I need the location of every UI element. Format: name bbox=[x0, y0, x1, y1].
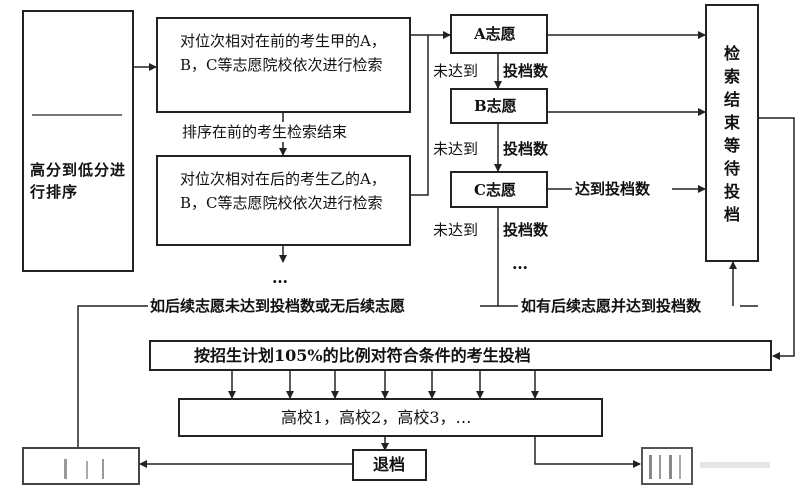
bottom-right-box bbox=[641, 447, 693, 485]
sort-box-label: 高分到低分进行排序 bbox=[30, 161, 127, 201]
bottom-left-box bbox=[22, 447, 140, 485]
smudge-mark bbox=[64, 459, 67, 479]
candidate-a-box: 对位次相对在前的考生甲的A，B，C等志愿院校依次进行检索 bbox=[156, 17, 411, 113]
arrow-schools-to-right-box bbox=[534, 436, 641, 468]
not-reach-3-suffix: 投档数 bbox=[503, 221, 549, 239]
wish-b-label: B志愿 bbox=[474, 97, 517, 115]
not-reach-3-prefix: 未达到 bbox=[433, 221, 479, 239]
arrow-end-to-plan bbox=[758, 117, 795, 360]
watermark-trace bbox=[700, 462, 770, 468]
sort-done-label: 排序在前的考生检索结束 bbox=[180, 122, 350, 142]
withdraw-label: 退档 bbox=[373, 455, 406, 474]
plan-label: 按招生计划105%的比例对符合条件的考生投档 bbox=[194, 346, 531, 365]
no-followup-label: 如后续志愿未达到投档数或无后续志愿 bbox=[150, 297, 406, 315]
not-reach-2-suffix: 投档数 bbox=[503, 140, 549, 158]
smudge-mark bbox=[669, 455, 672, 479]
smudge-mark bbox=[649, 455, 652, 479]
smudge-mark bbox=[659, 455, 661, 479]
wish-ellipsis: … bbox=[512, 254, 529, 273]
candidate-b-box: 对位次相对在后的考生乙的A，B，C等志愿院校依次进行检索 bbox=[156, 155, 411, 246]
arrow-candidate-b-to-wish-a bbox=[410, 35, 429, 196]
wish-c-box: C志愿 bbox=[450, 171, 548, 208]
withdraw-box: 退档 bbox=[352, 449, 427, 481]
candidate-a-label: 对位次相对在前的考生甲的A，B，C等志愿院校依次进行检索 bbox=[180, 32, 386, 74]
smudge-mark bbox=[679, 455, 681, 479]
retrieval-end-label: 检索结束等待投档 bbox=[723, 44, 740, 224]
plan-box: 按招生计划105%的比例对符合条件的考生投档 bbox=[149, 340, 772, 371]
reach-label: 达到投档数 bbox=[575, 180, 651, 198]
has-followup-label: 如有后续志愿并达到投档数 bbox=[521, 297, 702, 315]
wish-c-label: C志愿 bbox=[474, 181, 516, 199]
schools-label: 高校1，高校2，高校3，… bbox=[281, 408, 472, 427]
not-reach-1-suffix: 投档数 bbox=[503, 62, 549, 80]
candidate-b-label: 对位次相对在后的考生乙的A，B，C等志愿院校依次进行检索 bbox=[180, 170, 386, 212]
candidate-ellipsis: … bbox=[272, 268, 289, 287]
schools-box: 高校1，高校2，高校3，… bbox=[178, 398, 603, 437]
wish-b-box: B志愿 bbox=[450, 88, 548, 124]
wish-a-label: A志愿 bbox=[474, 25, 516, 43]
arrow-no-followup-to-bottom-left bbox=[74, 305, 148, 455]
smudge-mark bbox=[86, 461, 88, 479]
not-reach-1-prefix: 未达到 bbox=[433, 62, 479, 80]
smudge-mark bbox=[32, 114, 122, 116]
not-reach-2-prefix: 未达到 bbox=[433, 140, 479, 158]
sort-box: 高分到低分进行排序 bbox=[22, 10, 134, 272]
retrieval-end-box: 检索结束等待投档 bbox=[705, 4, 759, 262]
wish-a-box: A志愿 bbox=[450, 14, 548, 54]
smudge-mark bbox=[102, 459, 104, 479]
